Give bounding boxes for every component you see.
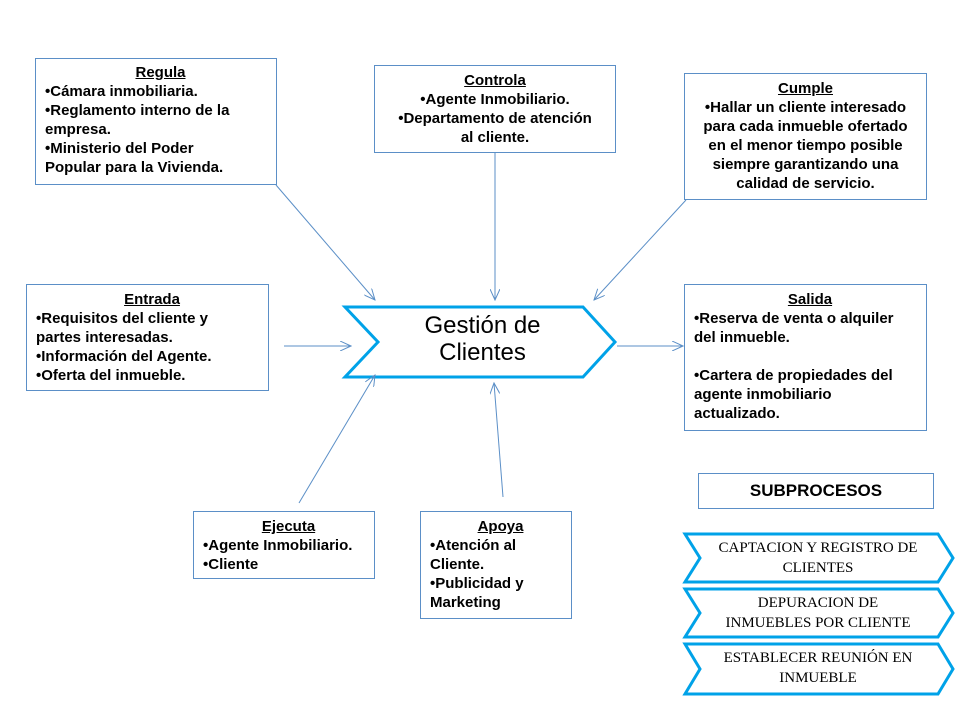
entrada-item: •Requisitos del cliente y [36,310,208,327]
controla-item: al cliente. [460,129,530,146]
controla-title: Controla [464,72,526,89]
ejecuta-item: •Agente Inmobiliario. [203,537,353,554]
arrow-ejecuta [298,375,375,504]
salida-item: •Reserva de venta o alquiler [694,310,894,327]
salida-item: agente inmobiliario [694,386,832,403]
subprocess-label-line: DEPURACION DE [757,595,879,611]
controla-box: Controla •Agente Inmobiliario. •Departam… [374,65,616,153]
subprocess-label-1: CAPTACION Y REGISTRO DE CLIENTES [700,538,936,578]
apoya-item: •Atención al [430,537,517,554]
subprocess-label-2: DEPURACION DE INMUEBLES POR CLIENTE [700,593,936,633]
regula-item: •Ministerio del Poder [45,140,194,157]
main-process-label: Gestión de Clientes [380,312,585,366]
controla-item: •Agente Inmobiliario. [420,91,570,108]
apoya-title: Apoya [477,518,524,535]
apoya-item: Marketing [430,594,501,611]
regula-title: Regula [135,64,186,81]
salida-item: actualizado. [694,405,780,422]
ejecuta-title: Ejecuta [261,518,316,535]
subprocess-label-line: INMUEBLE [779,670,857,686]
cumple-item: siempre garantizando una [712,156,899,173]
main-process-label-line1: Gestión de [424,312,541,339]
entrada-title: Entrada [124,291,180,308]
apoya-item: Cliente. [430,556,485,573]
arrow-cumple [594,199,687,300]
cumple-box: Cumple •Hallar un cliente interesado par… [684,73,927,200]
subprocess-label-line: INMUEBLES POR CLIENTE [725,615,911,631]
entrada-item: •Oferta del inmueble. [36,367,186,384]
salida-item: •Cartera de propiedades del [694,367,893,384]
subprocess-chevron-3 [682,642,955,696]
entrada-box: Entrada •Requisitos del cliente y partes… [26,284,269,391]
entrada-item: partes interesadas. [36,329,173,346]
subprocess-label-line: CAPTACION Y REGISTRO DE [718,540,918,556]
subprocess-chevron-1 [682,532,955,584]
salida-box: Salida •Reserva de venta o alquiler del … [684,284,927,431]
subprocess-label-line: ESTABLECER REUNIÓN EN [723,650,913,666]
salida-title: Salida [787,291,833,308]
arrow-apoya [494,383,504,498]
apoya-box: Apoya •Atención al Cliente. •Publicidad … [420,511,572,619]
regula-item: Popular para la Vivienda. [45,159,224,176]
cumple-item: calidad de servicio. [736,175,875,192]
regula-item: empresa. [45,121,111,138]
main-process-label-line2: Clientes [439,339,526,366]
ejecuta-item: •Cliente [203,556,259,573]
subprocesos-heading: SUBPROCESOS [698,473,934,509]
main-process-chevron [341,305,618,379]
controla-item: •Departamento de atención [398,110,592,127]
arrow-regula [275,184,375,300]
regula-item: •Cámara inmobiliaria. [45,83,198,100]
subprocess-chevron-2 [682,587,955,639]
subprocess-label-3: ESTABLECER REUNIÓN EN INMUEBLE [700,648,936,688]
salida-item [694,347,926,366]
apoya-item: •Publicidad y [430,575,524,592]
regula-box: Regula •Cámara inmobiliaria. •Reglamento… [35,58,277,185]
salida-item: del inmueble. [694,329,790,346]
ejecuta-box: Ejecuta •Agente Inmobiliario. •Cliente [193,511,375,579]
cumple-item: en el menor tiempo posible [708,137,903,154]
cumple-item: •Hallar un cliente interesado [704,99,907,116]
entrada-item: •Información del Agente. [36,348,212,365]
cumple-title: Cumple [777,80,833,97]
cumple-item: para cada inmueble ofertado [703,118,908,135]
regula-item: •Reglamento interno de la [45,102,230,119]
subprocess-label-line: CLIENTES [782,560,854,576]
